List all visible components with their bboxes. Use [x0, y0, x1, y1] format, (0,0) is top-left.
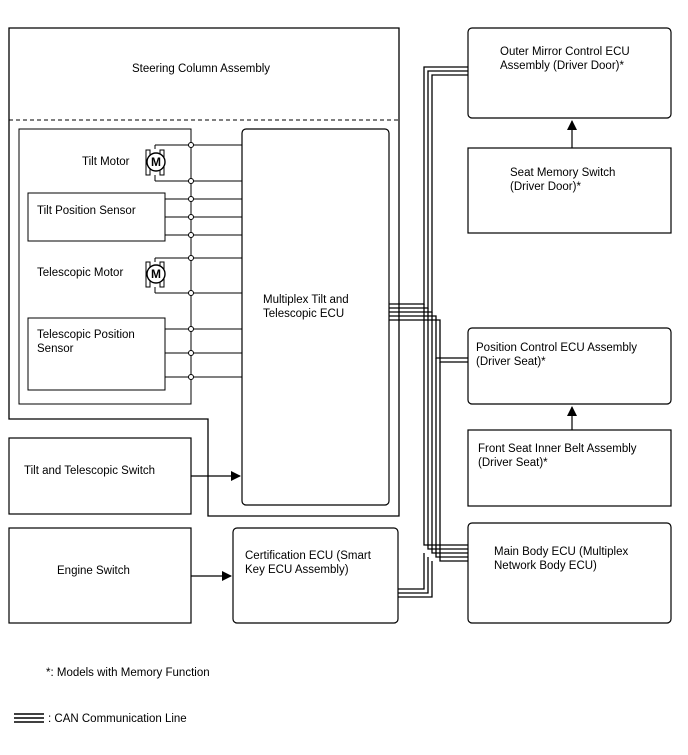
position-control-ecu-label-2: (Driver Seat)*: [476, 356, 546, 368]
main-body-ecu-label-2: Network Body ECU): [494, 560, 597, 572]
tilt-motor-label: Tilt Motor: [82, 156, 130, 168]
front-seat-belt-label-1: Front Seat Inner Belt Assembly: [478, 443, 637, 455]
can-bus-lines: [389, 66, 468, 598]
seat-memory-switch-label-1: Seat Memory Switch: [510, 167, 615, 179]
svg-text:M: M: [151, 267, 161, 281]
telescopic-motor-label: Telescopic Motor: [37, 267, 123, 279]
sensor-wires: [165, 144, 242, 378]
tilt-telescopic-switch-label: Tilt and Telescopic Switch: [24, 465, 155, 477]
outer-mirror-ecu-label-1: Outer Mirror Control ECU: [500, 46, 630, 58]
main-body-ecu-label-1: Main Body ECU (Multiplex: [494, 546, 628, 558]
steering-column-boundary: [8, 27, 400, 517]
main-body-ecu-box: [467, 522, 672, 624]
memory-note: *: Models with Memory Function: [46, 667, 210, 679]
outer-mirror-ecu-box: [467, 27, 672, 119]
seat-memory-switch-box: [467, 147, 672, 234]
engine-switch-box: [8, 527, 192, 624]
front-seat-belt-box: [467, 429, 672, 507]
tilt-position-sensor-label: Tilt Position Sensor: [37, 205, 136, 217]
telescopic-position-sensor-label-2: Sensor: [37, 343, 74, 355]
multiplex-ecu-label-2: Telescopic ECU: [263, 308, 344, 320]
connector-dots: [188, 142, 194, 380]
certification-ecu-box: [232, 527, 399, 624]
certification-ecu-label-1: Certification ECU (Smart: [245, 550, 372, 562]
tilt-position-sensor-box: [27, 192, 166, 242]
certification-ecu-label-2: Key ECU Assembly): [245, 564, 349, 576]
telescopic-position-sensor-box: [27, 317, 166, 391]
engine-switch-label: Engine Switch: [57, 565, 130, 577]
can-legend-symbol: [14, 713, 44, 723]
can-legend-label: : CAN Communication Line: [48, 713, 187, 725]
multiplex-ecu-box: [241, 128, 390, 506]
outer-mirror-ecu-label-2: Assembly (Driver Door)*: [500, 60, 624, 72]
front-seat-belt-label-2: (Driver Seat)*: [478, 457, 548, 469]
telescopic-position-sensor-label-1: Telescopic Position: [37, 329, 135, 341]
tilt-motor-icon: M: [145, 144, 190, 182]
seat-memory-switch-label-2: (Driver Door)*: [510, 181, 581, 193]
position-control-ecu-label-1: Position Control ECU Assembly: [476, 342, 637, 354]
steering-column-label: Steering Column Assembly: [132, 63, 270, 75]
svg-text:M: M: [151, 155, 161, 169]
inner-component-frame: [18, 128, 192, 405]
telescopic-motor-icon: M: [145, 257, 190, 294]
multiplex-ecu-label-1: Multiplex Tilt and: [263, 294, 349, 306]
position-control-ecu-box: [467, 327, 672, 405]
